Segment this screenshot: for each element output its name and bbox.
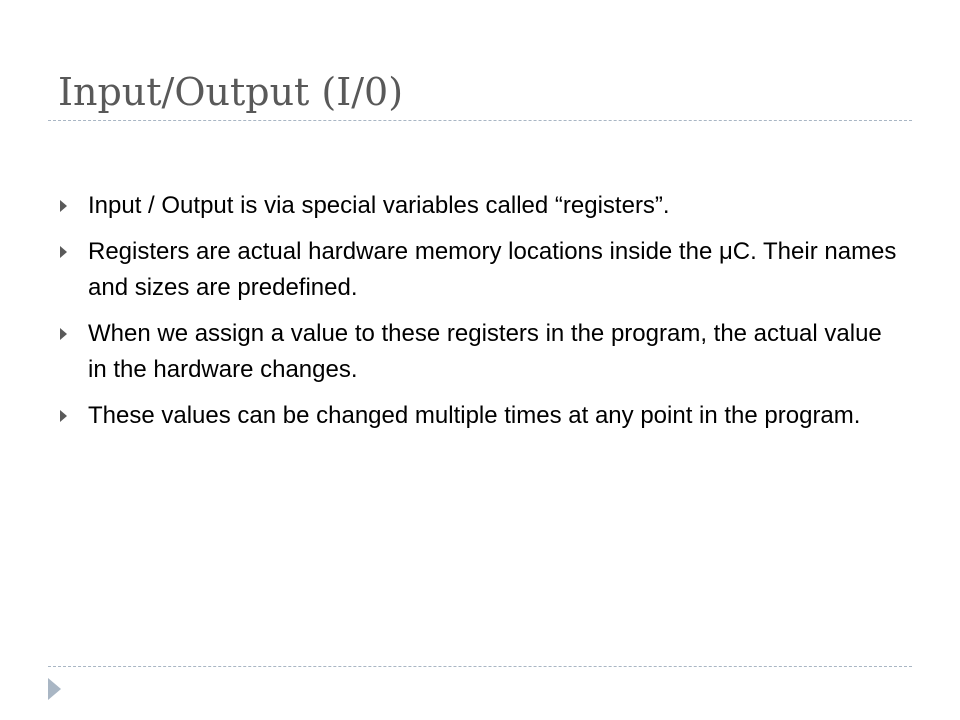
triangle-right-icon xyxy=(48,678,61,700)
triangle-right-icon xyxy=(60,200,67,212)
title-divider xyxy=(48,120,912,121)
bullet-text: Input / Output is via special variables … xyxy=(88,192,670,219)
bullet-item: Input / Output is via special variables … xyxy=(58,188,898,224)
footer-divider xyxy=(48,666,912,667)
bullet-item: When we assign a value to these register… xyxy=(58,316,898,388)
bullet-item: Registers are actual hardware memory loc… xyxy=(58,234,898,306)
bullet-item: These values can be changed multiple tim… xyxy=(58,398,898,434)
bullet-text: When we assign a value to these register… xyxy=(88,320,882,383)
triangle-right-icon xyxy=(60,328,67,340)
bullet-text: These values can be changed multiple tim… xyxy=(88,402,861,429)
bullet-list: Input / Output is via special variables … xyxy=(58,188,898,444)
triangle-right-icon xyxy=(60,246,67,258)
triangle-right-icon xyxy=(60,410,67,422)
bullet-text: Registers are actual hardware memory loc… xyxy=(88,238,897,301)
slide-title: Input/Output (I/0) xyxy=(58,70,404,114)
